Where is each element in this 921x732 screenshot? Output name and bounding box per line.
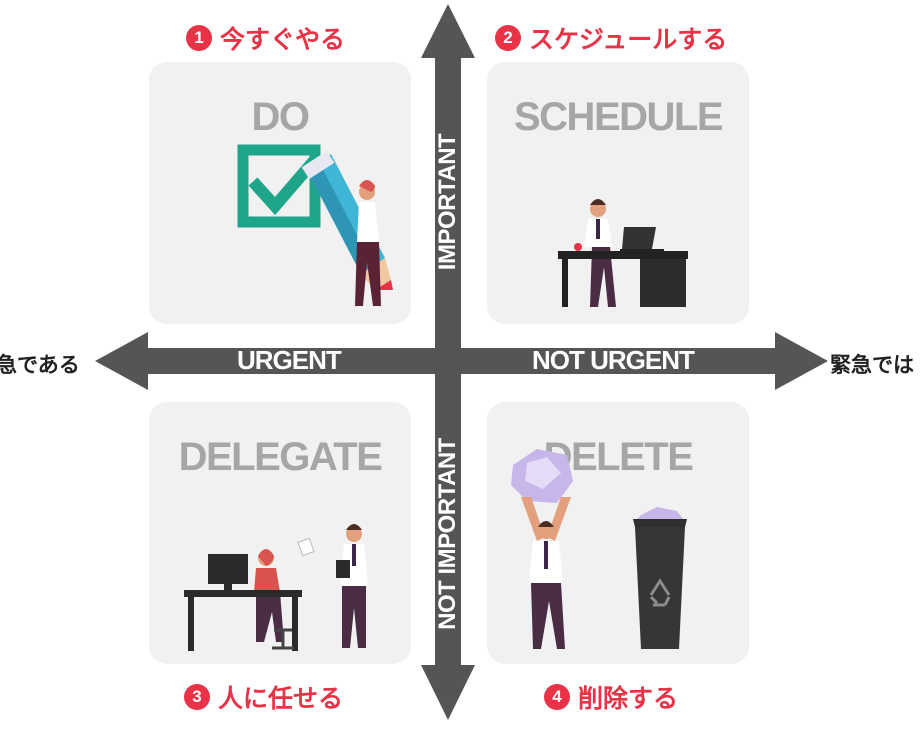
number-badge-2: 2 xyxy=(495,25,521,51)
person-figure xyxy=(521,497,571,649)
caption-schedule: 2 スケジュールする xyxy=(495,20,727,56)
chair-icon xyxy=(272,628,294,650)
monitor-icon xyxy=(208,554,248,592)
caption-delegate-text: 人に任せる xyxy=(218,684,344,713)
cup-icon xyxy=(574,243,582,251)
caption-schedule-text: スケジュールする xyxy=(529,25,728,54)
axis-label-important: IMPORTANT xyxy=(434,133,461,271)
schedule-illustration xyxy=(558,199,688,307)
quadrant-title-schedule: SCHEDULE xyxy=(513,95,724,139)
laptop-icon xyxy=(620,227,664,252)
axis-label-not-important: NOT IMPORTANT xyxy=(434,438,461,630)
quadrant-title-do: DO xyxy=(251,95,311,139)
do-illustration xyxy=(237,144,393,306)
axis-label-urgent: URGENT xyxy=(237,345,342,375)
delete-illustration xyxy=(511,449,687,649)
caption-do-text: 今すぐやる xyxy=(220,25,346,54)
delegate-illustration xyxy=(184,524,368,651)
caption-delete: 4 削除する xyxy=(544,679,678,715)
vertical-arrow xyxy=(421,4,475,720)
quadrant-title-delegate: DELEGATE xyxy=(178,435,383,479)
number-badge-3: 3 xyxy=(184,684,210,710)
caption-delegate: 3 人に任せる xyxy=(184,679,343,715)
axis-label-not-urgent: NOT URGENT xyxy=(532,345,695,375)
recycle-bin-icon xyxy=(633,507,687,649)
paper-icon xyxy=(297,537,315,557)
number-badge-1: 1 xyxy=(186,25,212,51)
desk-icon xyxy=(558,251,688,307)
side-label-not-urgent: 緊急では xyxy=(830,353,914,377)
side-label-urgent: 急である xyxy=(0,353,80,377)
horizontal-arrow xyxy=(95,332,828,390)
checkbox-icon xyxy=(237,144,322,228)
caption-do: 1 今すぐやる xyxy=(186,20,345,56)
person-figure xyxy=(584,199,616,307)
quadrant-schedule: SCHEDULE xyxy=(487,62,749,324)
caption-delete-text: 削除する xyxy=(578,684,679,713)
desk-icon xyxy=(184,590,302,651)
person-figure xyxy=(355,180,381,306)
paper-ball-icon xyxy=(511,449,573,503)
person-figure xyxy=(336,524,368,648)
number-badge-4: 4 xyxy=(544,684,570,710)
